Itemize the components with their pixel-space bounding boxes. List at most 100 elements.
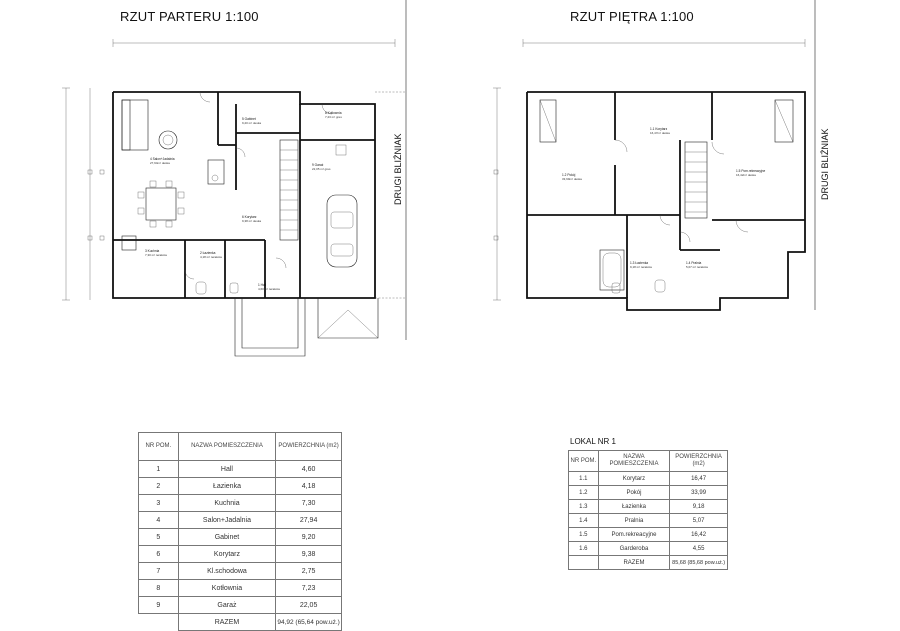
cell-area: 2,75 <box>275 562 342 580</box>
svg-text:9,20 m² deska: 9,20 m² deska <box>242 121 261 125</box>
svg-text:4,18 m² terakota: 4,18 m² terakota <box>200 255 222 259</box>
label-korytarz-upper: 1.1 Korytarz <box>650 127 668 131</box>
cell-area: 4,55 <box>669 541 728 556</box>
cell-area: 16,42 <box>669 527 728 542</box>
table-row: 5 Gabinet 9,20 <box>138 528 342 546</box>
cell-area: 22,05 <box>275 596 342 614</box>
table-row: 1.6 Garderoba 4,55 <box>568 541 728 556</box>
svg-text:9,38 m² deska: 9,38 m² deska <box>242 219 261 223</box>
cell-area: 9,38 <box>275 545 342 563</box>
cell-nr: 2 <box>138 477 179 495</box>
cell-nr: 1.6 <box>568 541 599 556</box>
living-room-furniture <box>121 99 225 251</box>
total-value: 85,68 (85,68 pow.uż.) <box>669 555 728 570</box>
lokal-label: LOKAL NR 1 <box>570 437 616 446</box>
cell-nr: 6 <box>138 545 179 563</box>
svg-text:33,99m² deska: 33,99m² deska <box>562 177 582 181</box>
ground-area-table: NR POM. NAZWA POMIESZCZENIA POWIERZCHNIA… <box>138 432 342 631</box>
cell-name: Garderoba <box>597 541 671 556</box>
cell-area: 5,07 <box>669 513 728 528</box>
cell-area: 4,60 <box>275 460 342 478</box>
svg-text:4,60 m² terakota: 4,60 m² terakota <box>258 287 280 291</box>
label-lazienka-upper: 1.3 Łazienka <box>630 261 648 265</box>
upper-floor-plan: 1.2 Pokój 33,99m² deska 1.1 Korytarz 16,… <box>493 0 816 311</box>
header-name: NAZWA POMIESZCZENIA <box>177 432 277 461</box>
cell-name: Łazienka <box>597 499 671 514</box>
table-row: 1 Hall 4,60 <box>138 460 342 478</box>
label-salon: 4 Salon+Jadalnia <box>150 157 175 161</box>
label-korytarz: 6 Korytarz <box>242 215 257 219</box>
cell-name: Kl.schodowa <box>177 562 277 580</box>
cell-nr: 1.2 <box>568 485 599 500</box>
label-rekreacyjne: 1.5 Pom.rekreacyjne <box>736 169 765 173</box>
cell-area: 16,47 <box>669 471 728 486</box>
svg-text:7,30 m² terakota: 7,30 m² terakota <box>145 253 167 257</box>
table-row: 4 Salon+Jadalnia 27,94 <box>138 511 342 529</box>
cell-name: Garaż <box>177 596 277 614</box>
svg-text:7,23 m² gres: 7,23 m² gres <box>325 115 342 119</box>
cell-area: 9,20 <box>275 528 342 546</box>
cell-nr: 1 <box>138 460 179 478</box>
cell-nr: 1.3 <box>568 499 599 514</box>
cell-area: 7,30 <box>275 494 342 512</box>
table-row: 2 Łazienka 4,18 <box>138 477 342 495</box>
cell-nr: 9 <box>138 596 179 614</box>
cell-name: Pokój <box>597 485 671 500</box>
cell-empty <box>138 613 179 631</box>
cell-nr: 4 <box>138 511 179 529</box>
svg-text:22,05 m² gres: 22,05 m² gres <box>312 167 331 171</box>
table-row: 6 Korytarz 9,38 <box>138 545 342 563</box>
header-area: POWIERZCHNIA (m2) <box>669 450 728 472</box>
svg-text:16,47m² deska: 16,47m² deska <box>650 131 670 135</box>
cell-nr: 3 <box>138 494 179 512</box>
cell-nr: 8 <box>138 579 179 597</box>
cell-area: 4,18 <box>275 477 342 495</box>
svg-text:16,42m² deska: 16,42m² deska <box>736 173 756 177</box>
table-row: 1.2 Pokój 33,99 <box>568 485 728 500</box>
label-lazienka: 2 Łazienka <box>200 251 216 255</box>
table-row: 1.1 Korytarz 16,47 <box>568 471 728 486</box>
cell-area: 9,18 <box>669 499 728 514</box>
total-label: RAZEM <box>597 555 671 570</box>
ground-stairs <box>279 139 299 241</box>
upper-floor-title: RZUT PIĘTRA 1:100 <box>570 9 694 24</box>
svg-text:5,07 m² terakota: 5,07 m² terakota <box>686 265 708 269</box>
cell-name: Salon+Jadalnia <box>177 511 277 529</box>
svg-text:9,18 m² terakota: 9,18 m² terakota <box>630 265 652 269</box>
table-row: 1.4 Pralnia 5,07 <box>568 513 728 528</box>
cell-name: Hall <box>177 460 277 478</box>
cell-name: Pralnia <box>597 513 671 528</box>
cell-name: Kotłownia <box>177 579 277 597</box>
cell-name: Pom.rekreacyjne <box>597 527 671 542</box>
cell-nr: 1.1 <box>568 471 599 486</box>
ground-floor-plan: 4 Salon+Jadalnia 27,94m² deska 5 Gabinet… <box>62 0 407 357</box>
cell-area: 33,99 <box>669 485 728 500</box>
header-nr: NR POM. <box>568 450 599 472</box>
total-value: 94,92 (65,64 pow.uż.) <box>275 613 342 631</box>
table-row: 8 Kotłownia 7,23 <box>138 579 342 597</box>
label-pokoj: 1.2 Pokój <box>562 173 576 177</box>
label-gabinet: 5 Gabinet <box>242 117 256 121</box>
header-nr: NR POM. <box>138 432 179 461</box>
cell-name: Łazienka <box>177 477 277 495</box>
svg-text:27,94m² deska: 27,94m² deska <box>150 161 170 165</box>
table-header: NR POM. NAZWA POMIESZCZENIA POWIERZCHNIA… <box>138 432 342 461</box>
cell-nr: 1.5 <box>568 527 599 542</box>
table-row: 9 Garaż 22,05 <box>138 596 342 614</box>
header-area: POWIERZCHNIA (m2) <box>275 432 342 461</box>
label-garaz: 9 Garaż <box>312 163 324 167</box>
total-label: RAZEM <box>177 613 277 631</box>
table-total-row: RAZEM 94,92 (65,64 pow.uż.) <box>138 613 342 631</box>
table-total-row: RAZEM 85,68 (85,68 pow.uż.) <box>568 555 728 570</box>
cell-nr: 5 <box>138 528 179 546</box>
label-pralnia: 1.4 Pralnia <box>686 261 701 265</box>
cell-name: Korytarz <box>597 471 671 486</box>
car-icon <box>326 194 358 268</box>
cell-nr: 1.4 <box>568 513 599 528</box>
cell-name: Gabinet <box>177 528 277 546</box>
upper-area-table: NR POM. NAZWA POMIESZCZENIA POWIERZCHNIA… <box>568 450 728 570</box>
cell-nr: 7 <box>138 562 179 580</box>
table-row: 7 Kl.schodowa 2,75 <box>138 562 342 580</box>
label-hall: 1 Hall <box>258 283 266 287</box>
